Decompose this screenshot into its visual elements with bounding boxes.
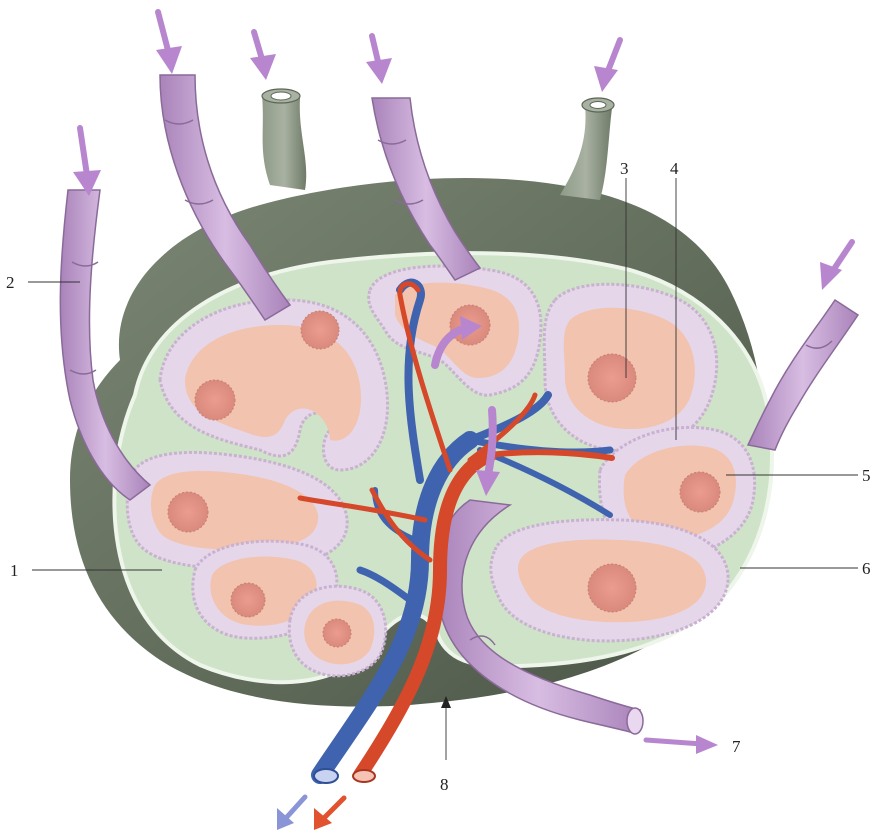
label-3: 3 [620,159,629,178]
follicle-c [588,354,636,402]
label-1: 1 [10,561,19,580]
inflow-arrowhead-2 [156,46,182,74]
follicle-f [323,619,351,647]
label-7: 7 [732,737,741,756]
follicle-g [680,472,720,512]
efferent-vessel-opening [627,708,643,734]
inflow-arrowhead-5 [594,66,618,92]
afferent-vessel-right [748,300,858,450]
efferent-outflow-arrowhead [696,735,718,754]
lobule-lower-right [491,520,728,641]
lobule-lower-small [289,586,385,676]
follicle-e [231,583,265,617]
inflow-arrowhead-4 [366,58,392,84]
label-2: 2 [6,273,15,292]
follicle-h [588,564,636,612]
afferent-stub-left [262,89,306,190]
artery-opening [353,770,375,782]
label-4: 4 [670,159,679,178]
vein-opening [314,769,338,783]
follicle-a1 [195,380,235,420]
label-6: 6 [862,559,871,578]
internal-flow-arrow-down [488,410,493,475]
lobule-upper-right [544,284,717,451]
vein-outflow-arrow [286,797,305,818]
label-8: 8 [440,775,449,794]
afferent-stub-right [560,98,614,200]
artery-outflow-arrow [324,798,344,818]
efferent-outflow-arrow [646,740,702,744]
inflow-arrowhead-3 [250,54,276,80]
follicle-d [168,492,208,532]
follicle-a2 [301,311,339,349]
label-5: 5 [862,466,871,485]
